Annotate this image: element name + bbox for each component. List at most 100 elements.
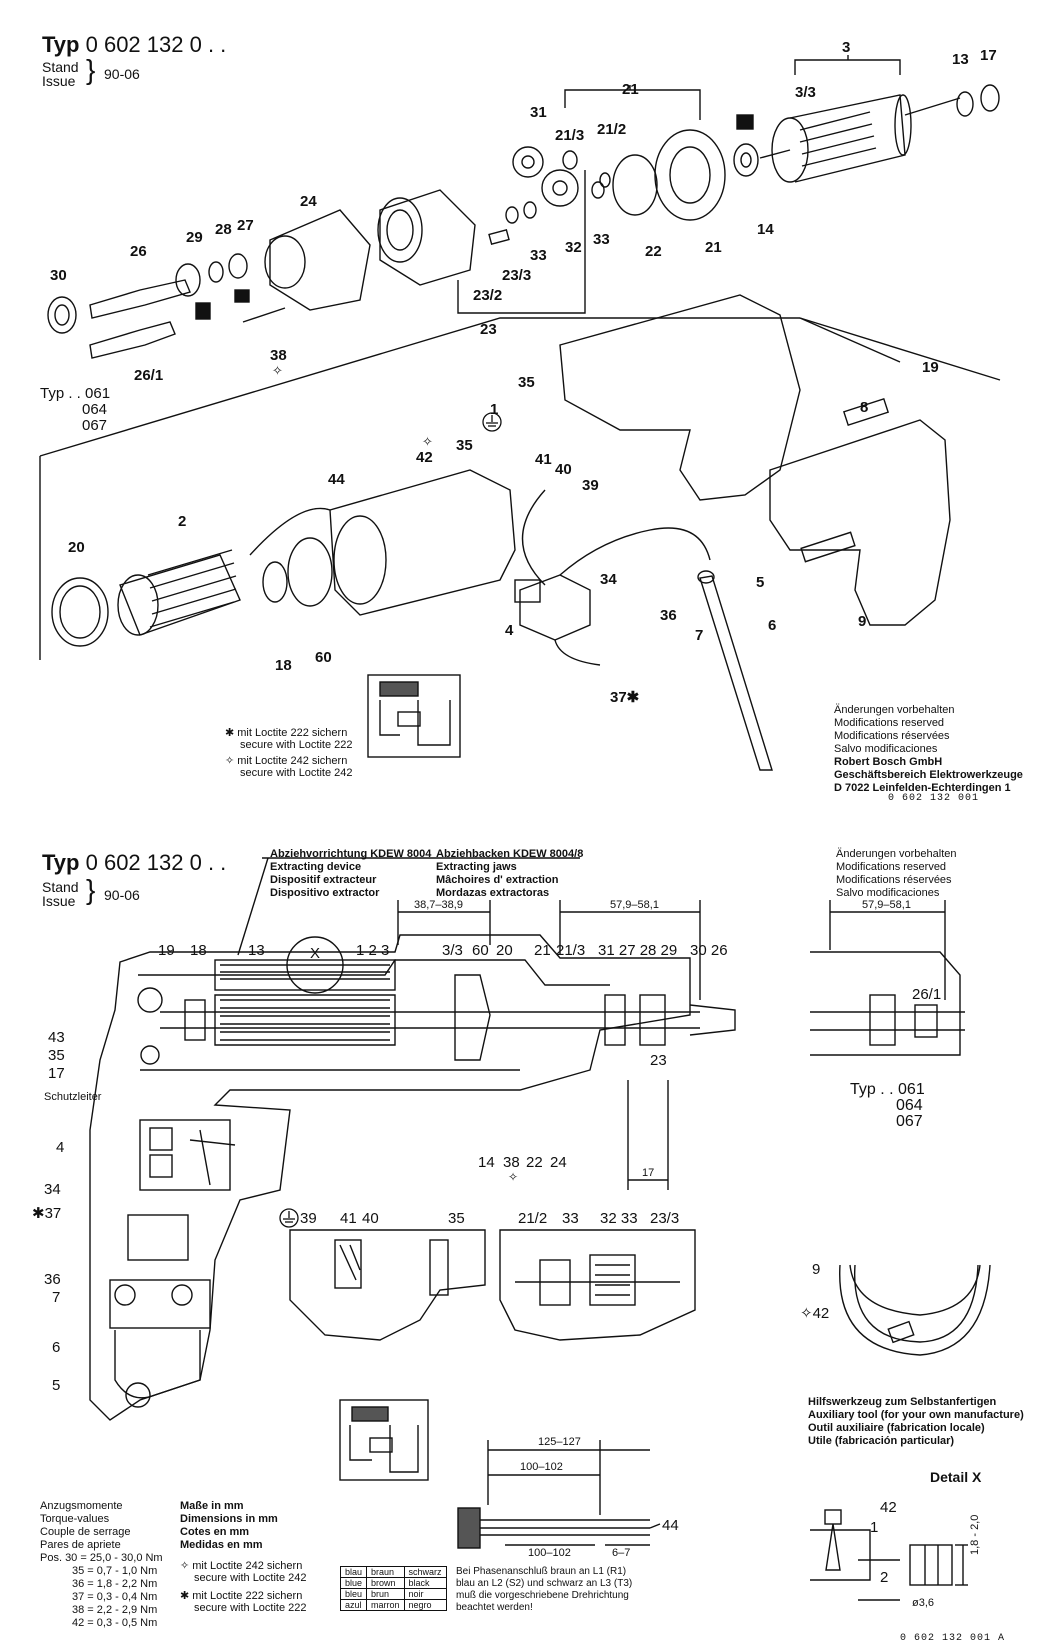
top-callout: 60 (315, 649, 332, 666)
bottom-loctite-242-en: secure with Loctite 242 (194, 1572, 307, 1584)
aux-callout-2: 2 (880, 1569, 889, 1586)
motor-housing-1 (329, 469, 516, 616)
dim-57-9-b: 57,9–58,1 (862, 899, 911, 911)
jaws-line: Abziehbacken KDEW 8004/8 (436, 848, 584, 860)
mod-line: Salvo modificaciones (834, 743, 938, 755)
bottom-brace-icon: } (86, 874, 96, 905)
top-callout: 23 (480, 321, 497, 338)
top-typ-variant-3: 067 (82, 417, 108, 434)
table-cell: braun (366, 1566, 405, 1578)
dims-line: Cotes en mm (180, 1526, 250, 1538)
detail-26-1 (810, 900, 965, 1056)
top-stand-label: Stand (42, 59, 79, 75)
dims-line: Medidas en mm (180, 1539, 263, 1551)
torque-value: Pos. 30 = 25,0 - 30,0 Nm (40, 1552, 163, 1564)
extractor-line: Dispositivo extractor (270, 887, 380, 899)
top-callout: 37✱ (610, 689, 640, 706)
torque-value: 35 = 0,7 - 1,0 Nm (72, 1565, 158, 1577)
extractor-jaws: Abziehbacken KDEW 8004/8 Extracting jaws… (436, 848, 583, 900)
section-39-41-40 (289, 1229, 486, 1341)
top-typ-prefix: Typ (42, 32, 80, 57)
phase-line: muß die vorgeschriebene Drehrichtung (456, 1590, 629, 1601)
bottom-callout-31-27-28-29: 31 27 28 29 (598, 942, 678, 959)
bottom-loctite-242: ✧ mit Loctite 242 sichern (180, 1560, 303, 1572)
mod-line: Modifications réservées (834, 730, 950, 742)
dim-17: 17 (642, 1167, 655, 1179)
extractor-line: Abziehvorrichtung KDEW 8004 (270, 848, 432, 860)
top-callout: 30 (50, 267, 67, 284)
aux-tool-line: Auxiliary tool (for your own manufacture… (808, 1409, 1024, 1421)
bottom-callout-7: 7 (52, 1289, 61, 1306)
phase-line: beachtet werden! (456, 1602, 533, 1613)
extractor-line: Extracting device (270, 861, 362, 873)
top-callout: 7 (695, 627, 704, 644)
top-loctite-242: ✧ mit Loctite 242 sichern (225, 755, 348, 767)
dims-block: Maße in mm Dimensions in mm Cotes en mm … (180, 1500, 278, 1552)
top-callout: 14 (757, 221, 774, 238)
bottom-callout-3-3: 3/3 (442, 942, 463, 959)
dim-57-9-a: 57,9–58,1 (610, 899, 659, 911)
top-callout: 2 (178, 513, 187, 530)
jaws-line: Extracting jaws (436, 861, 517, 873)
top-callout: 22 (645, 243, 662, 260)
bottom-typ-variant-3: 067 (896, 1113, 923, 1130)
bottom-callout-34: 34 (44, 1181, 61, 1198)
torque-value: 36 = 1,8 - 2,2 Nm (72, 1578, 158, 1590)
top-callout: 32 (565, 239, 582, 256)
company-line: Geschäftsbereich Elektrowerkzeuge (834, 769, 1023, 781)
bottom-callout-x: X (310, 945, 321, 962)
bottom-loctite-222-en: secure with Loctite 222 (194, 1602, 307, 1614)
top-callout: 35 (518, 374, 535, 391)
top-callout: 36 (660, 607, 677, 624)
bottom-callout-41: 41 (340, 1210, 357, 1227)
top-callout: 20 (68, 539, 85, 556)
top-callout: 4 (505, 622, 514, 639)
bottom-callout-21-3: 21/3 (556, 942, 586, 959)
torque-value: 42 = 0,3 - 0,5 Nm (72, 1617, 158, 1629)
bottom-callout-14: 14 (478, 1154, 495, 1171)
extractor-line: Dispositif extracteur (270, 874, 377, 886)
bottom-modifications: Änderungen vorbehalten Modifications res… (836, 848, 956, 900)
bottom-callout-18: 18 (190, 942, 207, 959)
phase-line: Bei Phasenanschluß braun an L1 (R1) (456, 1566, 627, 1577)
torque-line: Torque-values (40, 1513, 110, 1525)
top-typ-variants: Typ . . 061 (40, 385, 111, 402)
torque-line: Anzugsmomente (40, 1500, 123, 1512)
top-callout: 35 (456, 437, 473, 454)
table-cell: blue (339, 1577, 368, 1589)
dim-3-6: ø3,6 (912, 1597, 935, 1609)
top-callout: 17 (980, 47, 997, 64)
top-callout: 33 (530, 247, 547, 264)
bottom-callout-4: 4 (56, 1139, 65, 1156)
bottom-callout-43: 43 (48, 1029, 65, 1046)
top-callout: 21 (705, 239, 722, 256)
top-callout: 23/3 (502, 267, 532, 284)
dims-line: Maße in mm (180, 1500, 244, 1512)
company-line: Robert Bosch GmbH (834, 756, 943, 768)
table-cell: brun (366, 1588, 405, 1600)
bottom-callout-39: 39 (300, 1210, 317, 1227)
torque-line: Pares de apriete (40, 1539, 121, 1551)
top-callout: 23/2 (473, 287, 503, 304)
top-callout: 31 (530, 104, 547, 121)
top-callout: 5 (756, 574, 765, 591)
tool-section-outline (89, 934, 736, 1421)
bottom-callout-19: 19 (158, 942, 175, 959)
table-cell: marron (366, 1599, 405, 1611)
aux-tool-notes: Hilfswerkzeug zum Selbstanfertigen Auxil… (808, 1396, 1024, 1448)
collar-24 (264, 209, 371, 311)
gear-31 (512, 146, 544, 178)
aux-tool-line: Utile (fabricación particular) (808, 1435, 955, 1447)
bottom-callout-35: 35 (48, 1047, 65, 1064)
top-callout: 21 (622, 81, 639, 98)
bottom-stand-value: 90-06 (104, 887, 140, 903)
ground-symbol-icon-bottom (279, 1208, 299, 1228)
bottom-loctite-222: ✱ mit Loctite 222 sichern (180, 1590, 303, 1602)
top-callout: 26/1 (134, 367, 164, 384)
housing-shell-19 (559, 294, 951, 626)
detail-x-label: Detail X (930, 1469, 982, 1485)
top-callout: 41 (535, 451, 552, 468)
dim-6-7: 6–7 (612, 1547, 631, 1559)
schutzleiter-label: Schutzleiter (44, 1091, 102, 1103)
